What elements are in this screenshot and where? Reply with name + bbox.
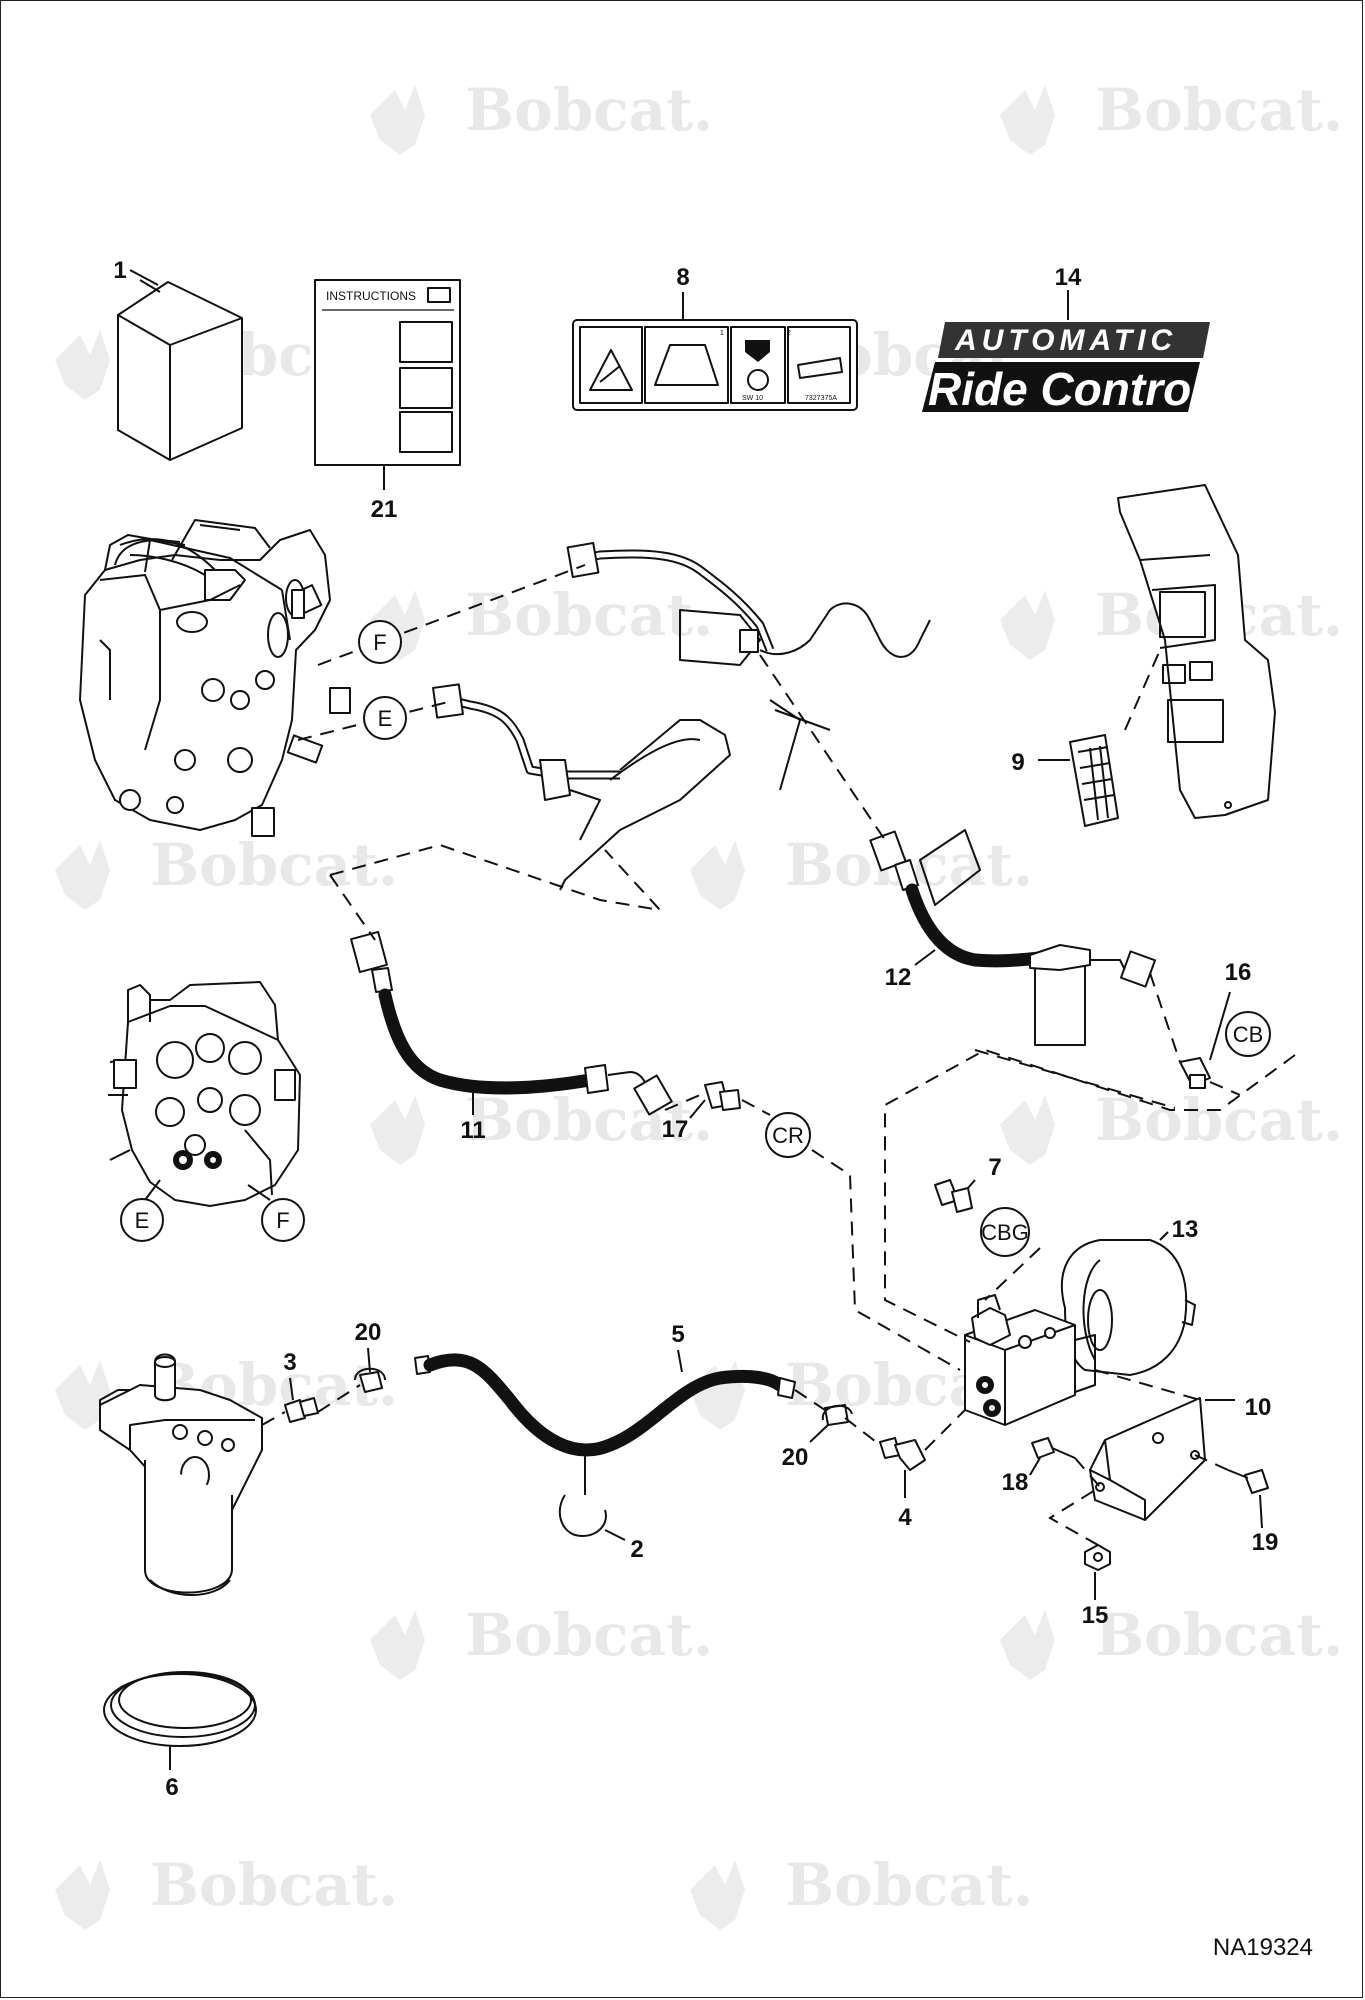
- callout-12: 12: [885, 964, 912, 991]
- connector-cbg: CBG: [980, 1207, 1030, 1257]
- callout-4: 4: [898, 1504, 912, 1531]
- filter-housing: [99, 1353, 263, 1596]
- callout-9: 9: [1011, 749, 1024, 776]
- svg-text:INSTRUCTIONS: INSTRUCTIONS: [326, 289, 416, 303]
- callout-numbers: 1 2 3 4 5 6 7 8 9 10 11 12 13 14 15 16 1…: [113, 257, 1278, 1801]
- callout-13: 13: [1172, 1216, 1199, 1243]
- callout-7: 7: [988, 1154, 1001, 1181]
- part-2-clamp: [558, 1450, 607, 1537]
- part-10-bracket: [1089, 1397, 1235, 1521]
- part-6-hose-coil: [103, 1671, 257, 1770]
- main-control-valve: [79, 519, 351, 837]
- callout-14: 14: [1055, 264, 1082, 291]
- callout-11: 11: [460, 1117, 485, 1144]
- part-12-hose: [869, 829, 1157, 1046]
- watermark: Bobcat.: [55, 831, 398, 910]
- connector-f-bottom: F: [261, 1198, 305, 1242]
- connector-cb: CB: [1225, 1011, 1271, 1057]
- part-18-bolt: [1031, 1437, 1076, 1459]
- svg-text:7327375A: 7327375A: [805, 395, 837, 402]
- part-19-bolt: [1227, 1469, 1269, 1494]
- svg-text:Bobcat.: Bobcat.: [1095, 76, 1343, 144]
- tube-e-line: [432, 683, 731, 891]
- watermark: Bobcat.: [370, 581, 713, 660]
- valve-block: [964, 1294, 1096, 1426]
- svg-text:1: 1: [720, 330, 724, 337]
- svg-text:Bobcat.: Bobcat.: [1095, 1601, 1343, 1669]
- callout-15: 15: [1082, 1602, 1109, 1629]
- callout-21: 21: [371, 496, 398, 523]
- svg-text:F: F: [276, 1208, 289, 1233]
- callout-16: 16: [1225, 959, 1252, 986]
- watermark: Bobcat.: [1000, 1086, 1343, 1165]
- callout-6: 6: [165, 1774, 178, 1801]
- connector-cr: CR: [765, 1112, 811, 1158]
- watermark: Bobcat.: [1000, 1601, 1343, 1680]
- part-1-kit-box: [117, 279, 243, 461]
- tube-f-line: [566, 541, 931, 791]
- part-5-hose: [414, 1353, 796, 1457]
- svg-text:Bobcat.: Bobcat.: [465, 581, 713, 649]
- part-8-decal: 1 SW 10 2 7327375A: [572, 292, 858, 411]
- svg-text:E: E: [135, 1208, 150, 1233]
- part-7-fitting: [934, 1179, 976, 1213]
- svg-text:E: E: [378, 706, 393, 731]
- callout-8: 8: [676, 264, 689, 291]
- connector-f-top: F: [358, 620, 402, 664]
- part-14-logo-decal: AUTOMATIC Ride Control: [922, 290, 1210, 415]
- callout-5: 5: [671, 1321, 684, 1348]
- svg-text:CR: CR: [772, 1123, 804, 1148]
- watermark: Bobcat.: [370, 76, 713, 155]
- part-15-nut: [1084, 1544, 1111, 1571]
- svg-text:SW 10: SW 10: [742, 395, 763, 402]
- svg-text:CBG: CBG: [981, 1220, 1029, 1245]
- callout-2: 2: [630, 1536, 643, 1563]
- watermark: Bobcat.: [55, 1851, 398, 1930]
- dash-panel: [1117, 484, 1276, 819]
- connector-e-bottom: E: [120, 1198, 164, 1242]
- watermark: Bobcat.: [370, 1086, 713, 1165]
- connector-e-top: E: [363, 696, 407, 740]
- part-17-fitting: [704, 1081, 741, 1111]
- watermark: Bobcat.: [370, 1601, 713, 1680]
- callout-10: 10: [1245, 1394, 1272, 1421]
- svg-text:Ride Control: Ride Control: [928, 363, 1205, 415]
- callout-18: 18: [1002, 1469, 1029, 1496]
- part-20-clamp-right: [821, 1404, 853, 1426]
- svg-text:Bobcat.: Bobcat.: [150, 831, 398, 899]
- svg-text:Bobcat.: Bobcat.: [465, 1086, 713, 1154]
- part-4-elbow-fitting: [879, 1437, 926, 1471]
- figure-id: NA19324: [1213, 1934, 1313, 1961]
- callout-19: 19: [1252, 1529, 1279, 1556]
- callout-3: 3: [283, 1349, 296, 1376]
- part-16-fitting: [1179, 1057, 1211, 1089]
- svg-text:CB: CB: [1233, 1022, 1264, 1047]
- part-21-instructions: INSTRUCTIONS: [314, 279, 461, 490]
- callout-17: 17: [662, 1116, 689, 1143]
- watermark: Bobcat.: [690, 1851, 1033, 1930]
- svg-text:AUTOMATIC: AUTOMATIC: [954, 324, 1177, 357]
- valve-detail-view: [108, 981, 301, 1207]
- svg-text:Bobcat.: Bobcat.: [785, 1851, 1033, 1919]
- part-11-hose: [350, 930, 673, 1116]
- callout-20-left: 20: [355, 1319, 382, 1346]
- svg-text:F: F: [373, 630, 386, 655]
- svg-text:Bobcat.: Bobcat.: [465, 1601, 713, 1669]
- svg-text:Bobcat.: Bobcat.: [150, 1851, 398, 1919]
- part-13-accumulator: [1060, 1231, 1196, 1376]
- callout-20-right: 20: [782, 1444, 809, 1471]
- part-3-fitting: [284, 1397, 319, 1423]
- svg-text:Bobcat.: Bobcat.: [465, 76, 713, 144]
- watermark: Bobcat.: [1000, 76, 1343, 155]
- part-9-switch-panel: [1038, 649, 1161, 827]
- callout-1: 1: [113, 257, 126, 284]
- watermark: Bobcat.: [690, 831, 1033, 910]
